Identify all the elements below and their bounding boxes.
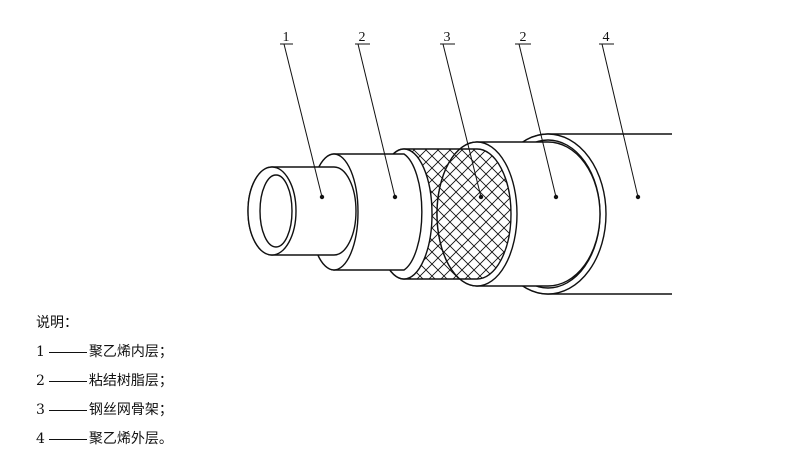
legend-item-text: 钢丝网骨架； bbox=[88, 402, 173, 418]
legend: 说明： 1 聚乙烯内层； 2 粘结树脂层； 3 钢丝网骨架； 4 聚乙烯外层。 bbox=[36, 309, 173, 454]
legend-dash bbox=[48, 351, 87, 353]
legend-item-text: 聚乙烯内层； bbox=[88, 344, 173, 360]
legend-dash bbox=[48, 438, 87, 440]
legend-dash bbox=[48, 409, 87, 411]
callout-label-2b: 2 bbox=[520, 30, 527, 45]
legend-dash bbox=[48, 380, 87, 382]
callout-label-2: 2 bbox=[359, 30, 366, 45]
legend-item-number: 4 bbox=[36, 431, 45, 447]
inner-pe-layer bbox=[247, 166, 357, 256]
callout-leader-2b bbox=[515, 43, 559, 200]
callout-label-4: 4 bbox=[603, 30, 610, 45]
legend-item: 2 粘结树脂层； bbox=[36, 367, 173, 396]
legend-item: 1 聚乙烯内层； bbox=[36, 338, 173, 367]
legend-item-text: 聚乙烯外层。 bbox=[88, 431, 173, 447]
callout-leader-3 bbox=[440, 43, 484, 200]
legend-item-number: 2 bbox=[36, 373, 45, 389]
legend-item: 4 聚乙烯外层。 bbox=[36, 425, 173, 454]
callout-leader-1 bbox=[280, 43, 325, 200]
callout-label-3: 3 bbox=[444, 30, 451, 45]
callout-label-1: 1 bbox=[283, 30, 290, 45]
legend-heading: 说明： bbox=[36, 315, 78, 331]
legend-item-text: 粘结树脂层； bbox=[88, 373, 173, 389]
legend-item-number: 1 bbox=[36, 344, 45, 360]
legend-item-number: 3 bbox=[36, 402, 45, 418]
callout-leader-4 bbox=[599, 43, 641, 200]
legend-item: 3 钢丝网骨架； bbox=[36, 396, 173, 425]
callout-leader-2 bbox=[355, 43, 398, 200]
